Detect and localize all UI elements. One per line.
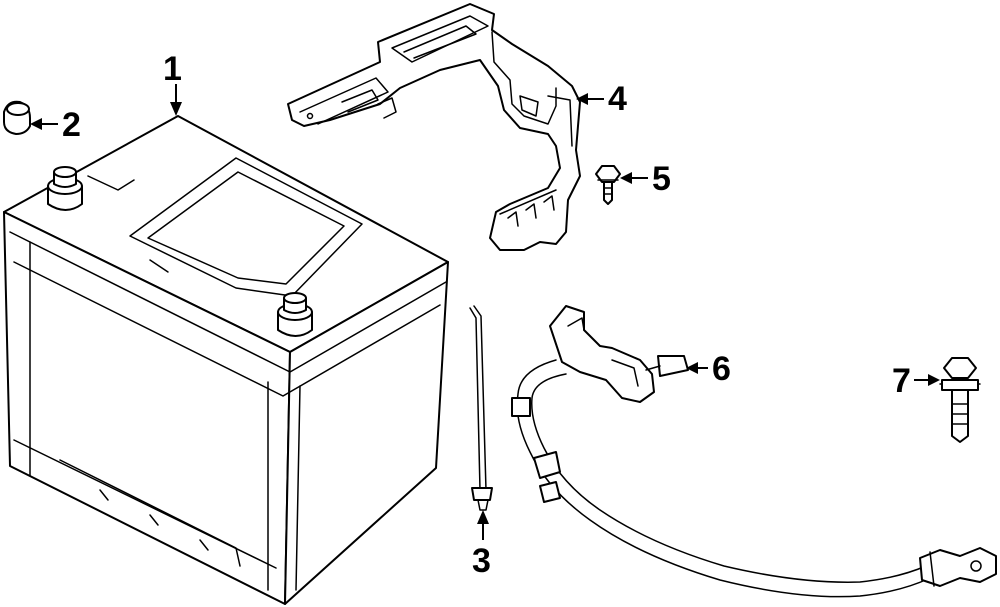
callout-2-label: 2	[62, 106, 81, 144]
cable-bolt[interactable]	[939, 357, 981, 443]
callout-5: 5	[620, 160, 671, 198]
callout-4: 4	[576, 80, 627, 118]
battery-cable[interactable]	[511, 305, 997, 598]
callout-6-label: 6	[712, 350, 731, 388]
bracket-bolt[interactable]	[595, 165, 621, 205]
callout-2: 2	[30, 106, 81, 144]
callout-6: 6	[686, 350, 731, 388]
battery-terminal-negative	[47, 166, 83, 211]
battery-bracket[interactable]	[287, 3, 581, 251]
callout-3-label: 3	[472, 542, 491, 580]
callout-3: 3	[472, 510, 491, 580]
terminal-cap[interactable]	[3, 100, 31, 135]
callout-1-label: 1	[163, 50, 182, 88]
callout-7: 7	[892, 362, 940, 400]
callout-1: 1	[163, 50, 182, 116]
callout-5-label: 5	[652, 160, 671, 198]
battery[interactable]	[3, 115, 449, 605]
callout-7-label: 7	[892, 362, 911, 400]
callout-4-label: 4	[608, 80, 627, 118]
hold-down-rod[interactable]	[469, 305, 493, 511]
battery-terminal-positive	[277, 292, 313, 337]
